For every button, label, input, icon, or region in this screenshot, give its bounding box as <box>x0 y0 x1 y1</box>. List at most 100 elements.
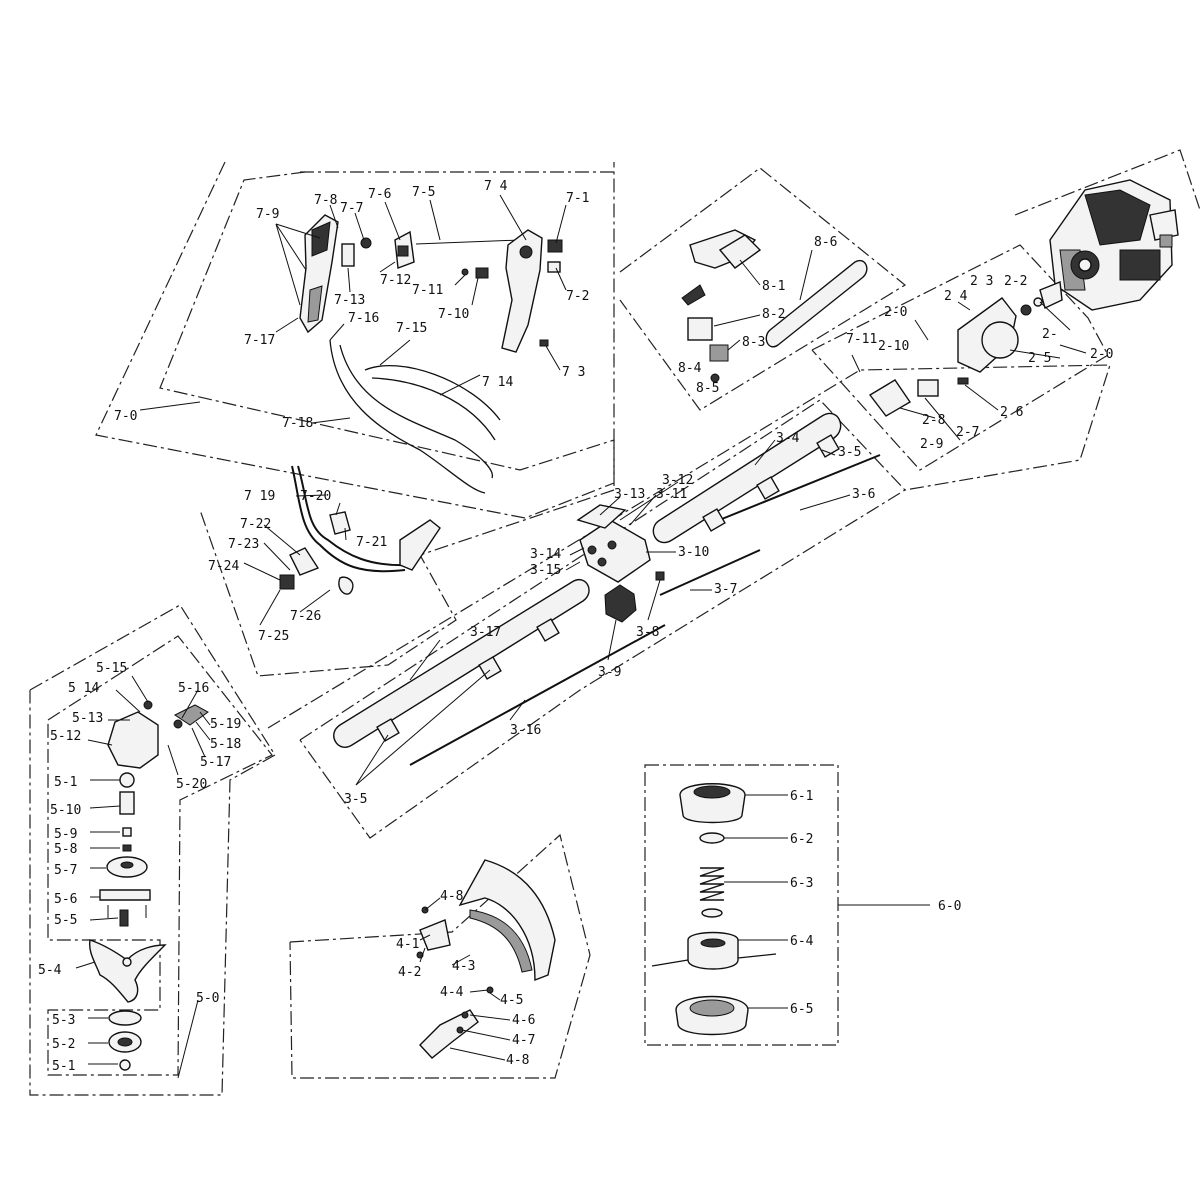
drive-shaft-3-16 <box>409 624 666 766</box>
label-7-23: 7-23 <box>228 537 259 552</box>
label-5-3: 5-3 <box>52 1013 75 1028</box>
label-4-8: 4-8 <box>506 1053 529 1068</box>
label-5-9: 5-9 <box>54 827 77 842</box>
drive-shaft-3-6 <box>711 454 881 524</box>
label-4-5: 4-5 <box>500 993 523 1008</box>
label-2-10: 2-10 <box>878 339 909 354</box>
label-7-17: 7-17 <box>244 333 275 348</box>
label-7-19: 7 19 <box>244 489 275 504</box>
label-2-7: 2-7 <box>956 425 979 440</box>
label-3-4: 3-4 <box>776 431 800 446</box>
group-4-parts <box>416 859 556 1059</box>
label-5-0: 5-0 <box>196 991 219 1006</box>
label-3-15: 3-15 <box>530 563 561 578</box>
label-3-9: 3-9 <box>598 665 621 680</box>
label-7-25: 7-25 <box>258 629 289 644</box>
label-7-4: 7 4 <box>484 179 508 194</box>
group-8-parts <box>681 229 868 383</box>
label-5-1: 5-1 <box>52 1059 75 1074</box>
group-boundaries <box>29 149 1200 1096</box>
label-3-11: 3-11 <box>656 487 687 502</box>
label-5-19: 5-19 <box>210 717 241 732</box>
label-8-5: 8-5 <box>696 381 719 396</box>
label-4-3: 4-3 <box>452 959 475 974</box>
label-7-18: 7-18 <box>282 416 313 431</box>
guard-bracket-4-7 <box>419 1009 479 1059</box>
label-5-10: 5-10 <box>50 803 81 818</box>
label-4-2: 4-2 <box>398 965 421 980</box>
label-7-14: 7 14 <box>482 375 513 390</box>
guard-4-3 <box>458 859 556 982</box>
label-3-7: 3-7 <box>714 582 737 597</box>
label-5-11: 5-1 <box>54 775 77 790</box>
clamp-2-9 <box>868 379 912 417</box>
label-7-1: 7-1 <box>566 191 589 206</box>
label-2-3: 2 3 <box>970 274 993 289</box>
label-3-14: 3-14 <box>530 547 561 562</box>
label-7-9: 7-9 <box>256 207 279 222</box>
washer-5-3 <box>108 1010 142 1026</box>
label-3-10: 3-10 <box>678 545 709 560</box>
label-3-5-top: 3-5 <box>838 445 861 460</box>
label-3-5: 3-5 <box>344 792 367 807</box>
boundary-3-inner <box>299 399 906 741</box>
label-6-5: 6-5 <box>790 1002 813 1017</box>
blade-5-4 <box>88 939 167 1003</box>
label-4-6: 4-6 <box>512 1013 535 1028</box>
engine-assembly <box>1049 179 1179 311</box>
label-8-1: 8-1 <box>762 279 785 294</box>
boundary-7-lower <box>199 440 615 677</box>
label-5-15: 5-15 <box>96 661 127 676</box>
label-5-6: 5-6 <box>54 892 77 907</box>
boundary-5-inner <box>47 635 273 1076</box>
boundary-4 <box>289 833 591 1079</box>
label-8-4: 8-4 <box>678 361 702 376</box>
label-4-4: 4-4 <box>440 985 464 1000</box>
label-6-4: 6-4 <box>790 934 814 949</box>
label-3-17: 3-17 <box>470 625 501 640</box>
label-7-8: 7-8 <box>314 193 337 208</box>
spring-6-3 <box>699 867 725 901</box>
label-3-16: 3-16 <box>510 723 541 738</box>
label-6-1: 6-1 <box>790 789 813 804</box>
label-7-5: 7-5 <box>412 185 435 200</box>
label-5-4: 5-4 <box>38 963 62 978</box>
drive-tube-3-4 <box>652 412 842 544</box>
label-7-2: 7-2 <box>566 289 589 304</box>
label-2-5: 2 5 <box>1028 351 1051 366</box>
label-7-20: 7-20 <box>300 489 331 504</box>
label-8-3: 8-3 <box>742 335 765 350</box>
label-2-0-top: 2-0 <box>884 305 907 320</box>
label-7-0: 7-0 <box>114 409 137 424</box>
nut-5-1 <box>119 1059 131 1071</box>
boundary-7-inner <box>159 171 615 471</box>
label-6-3: 6-3 <box>790 876 813 891</box>
label-7-26: 7-26 <box>290 609 321 624</box>
boundary-engine <box>1014 149 1200 216</box>
label-5-8: 5-8 <box>54 842 77 857</box>
label-7-11: 7-11 <box>412 283 443 298</box>
washer-6-2 <box>699 832 725 844</box>
label-2-9: 2-9 <box>920 437 943 452</box>
label-5-2: 5-2 <box>52 1037 75 1052</box>
part-labels: 7-9 7-8 7-7 7-6 7-5 7 4 7-1 7-2 7 3 7-10… <box>38 179 1113 1074</box>
boundary-2 <box>811 244 1109 471</box>
label-7-10: 7-10 <box>438 307 469 322</box>
label-7-6: 7-6 <box>368 187 391 202</box>
label-7-15: 7-15 <box>396 321 427 336</box>
knob-3-9 <box>604 584 637 623</box>
label-2-8: 2-8 <box>922 413 945 428</box>
label-5-16: 5-16 <box>178 681 209 696</box>
label-2-2: 2-2 <box>1004 274 1027 289</box>
guard-plate-5-6 <box>99 889 151 901</box>
label-8-2: 8-2 <box>762 307 785 322</box>
group-5-parts <box>88 700 209 1071</box>
label-7-22: 7-22 <box>240 517 271 532</box>
label-3-6: 3-6 <box>852 487 875 502</box>
label-4-7: 4-7 <box>512 1033 535 1048</box>
label-3-8: 3-8 <box>636 625 659 640</box>
label-2-0: 2-0 <box>1090 347 1113 362</box>
label-7-21: 7-21 <box>356 535 387 550</box>
boundary-8 <box>619 167 907 411</box>
label-5-17: 5-17 <box>200 755 231 770</box>
